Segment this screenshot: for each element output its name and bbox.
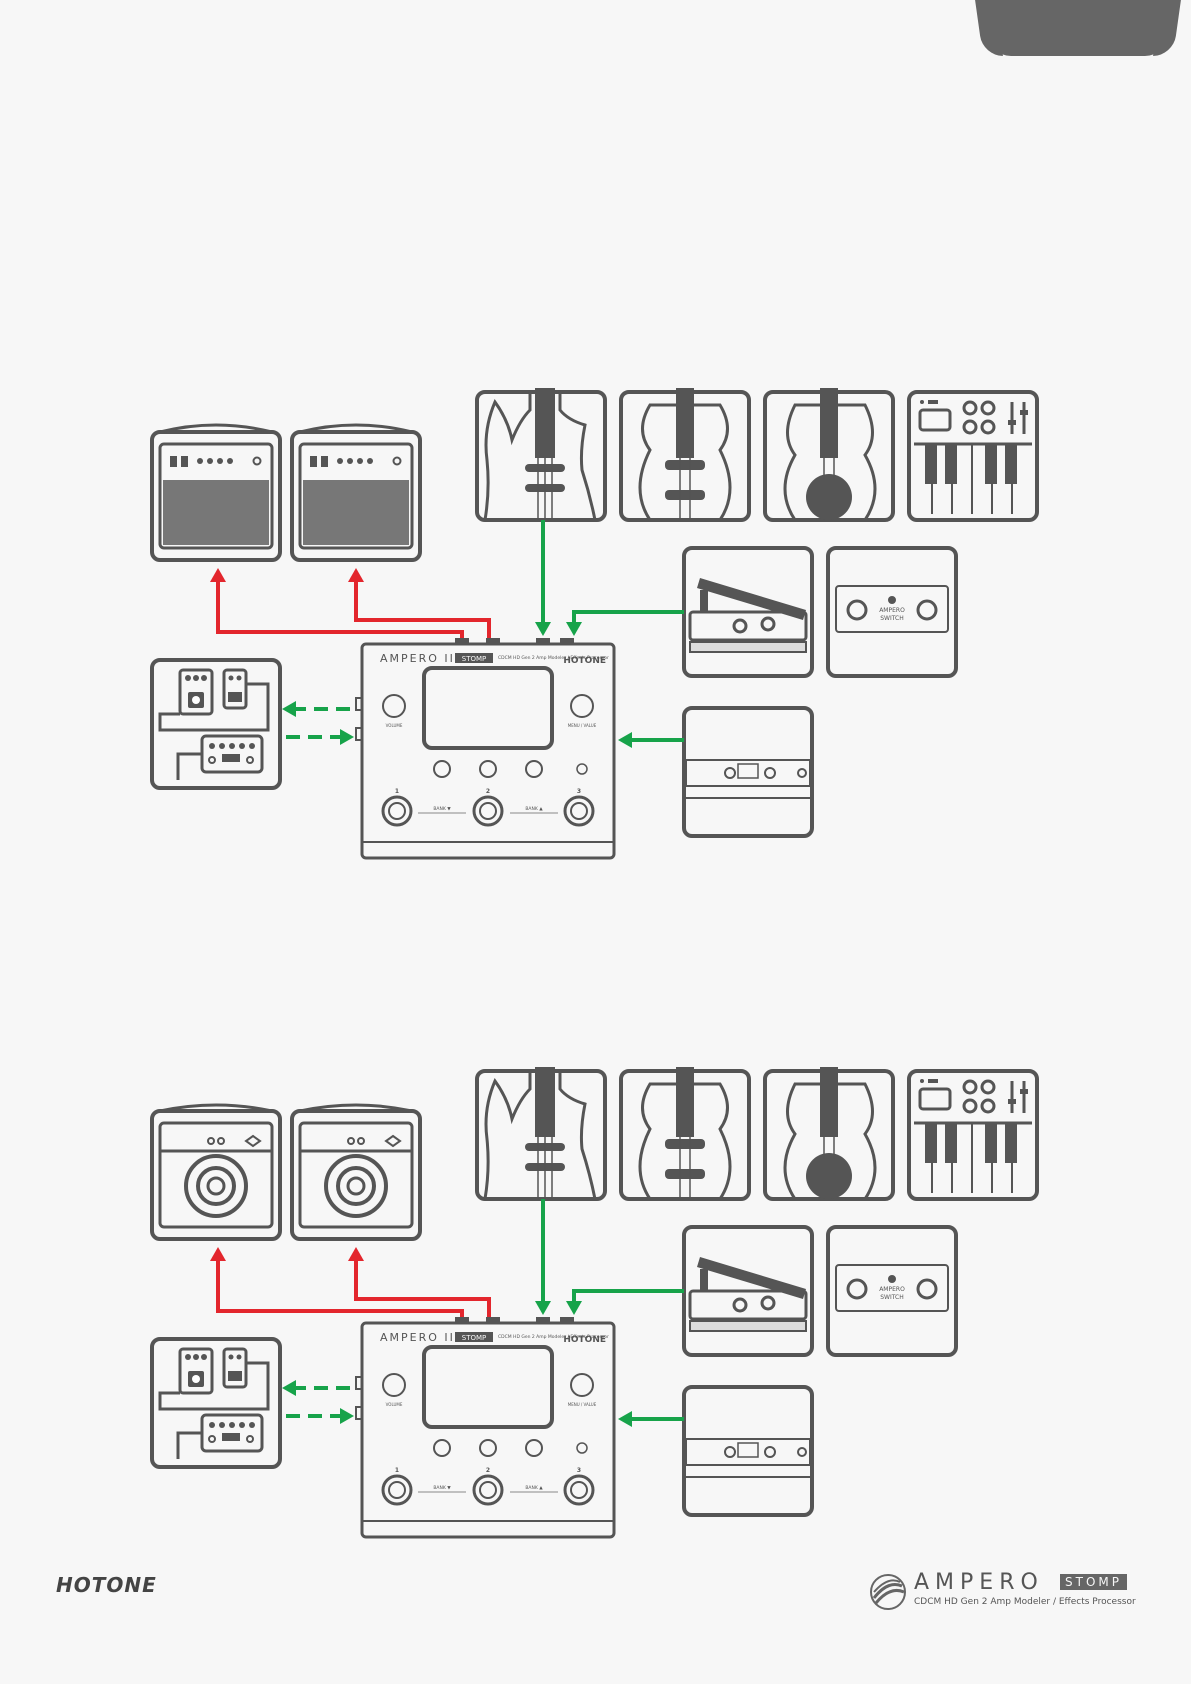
ampero-stomp-unit: AMPERO II STOMP CDCM HD Gen 2 Amp Modele… [355,1317,616,1539]
footer-product-brand: AMPERO STOMP CDCM HD Gen 2 Amp Modeler /… [868,1570,1138,1616]
electric-guitar-icon [475,388,607,522]
input-arrows [282,1199,684,1427]
keyboard-icon [907,390,1039,522]
connection-diagram-frfr-speakers: AMPERO SWITCH AMPERO II STOMP CDCM HD Ge… [150,1067,1039,1539]
svg-text:HOTONE: HOTONE [563,1335,606,1345]
unit-model-label: AMPERO II [380,652,455,665]
svg-text:2: 2 [486,788,490,795]
frfr-speaker-left [150,1103,282,1241]
unit-edition-label: STOMP [462,655,487,663]
amp-right [290,423,422,562]
svg-text:3: 3 [577,1467,581,1474]
output-arrows [210,1247,491,1317]
keyboard-icon [907,1069,1039,1201]
svg-text:2: 2 [486,1467,490,1474]
footer-brand-logo: HOTONE [56,1573,157,1597]
frfr-speaker-right [290,1103,422,1241]
ampero-stomp-unit: AMPERO II STOMP CDCM HD Gen 2 Amp Modele… [355,638,616,860]
unit-tagline: CDCM HD Gen 2 Amp Modeler / Effects Proc… [498,655,609,661]
footer-product-name: AMPERO [914,1570,1044,1595]
svg-text:BANK ▼: BANK ▼ [433,1485,451,1491]
svg-text:AMPERO: AMPERO [879,1286,905,1293]
bass-guitar-icon [619,388,751,522]
footswitch-accessory-icon: AMPERO SWITCH [826,1225,958,1357]
bass-guitar-icon [619,1067,751,1201]
electric-guitar-icon [475,1067,607,1201]
svg-text:VOLUME: VOLUME [386,723,403,728]
footer-tagline: CDCM HD Gen 2 Amp Modeler / Effects Proc… [914,1597,1136,1607]
svg-text:SWITCH: SWITCH [880,615,904,622]
connection-diagram-tube-amps: AMPERO SWITCH AMPERO II STOMP CDCM HD Ge… [150,388,1039,860]
expression-pedal-icon [682,546,814,678]
page-corner-tab [989,0,1167,56]
effects-pedals-icon [150,1337,282,1469]
svg-text:3: 3 [577,788,581,795]
secondary-device-icon [682,706,814,838]
amp-left [150,423,282,562]
svg-text:MENU / VALUE: MENU / VALUE [568,1402,597,1407]
unit-brand: HOTONE [563,656,606,666]
svg-text:CDCM HD Gen 2 Amp Modeler / Ef: CDCM HD Gen 2 Amp Modeler / Effects Proc… [498,1334,609,1340]
input-arrows [282,520,684,748]
accessory-label: AMPERO [879,607,905,614]
acoustic-guitar-icon [763,388,895,522]
effects-pedals-icon [150,658,282,790]
svg-text:STOMP: STOMP [462,1334,487,1342]
footswitch-accessory-icon: AMPERO SWITCH [826,546,958,678]
footer-edition-badge: STOMP [1060,1574,1127,1590]
secondary-device-icon [682,1385,814,1517]
svg-text:BANK ▲: BANK ▲ [525,806,543,812]
svg-text:MENU / VALUE: MENU / VALUE [568,723,597,728]
expression-pedal-icon [682,1225,814,1357]
svg-text:SWITCH: SWITCH [880,1294,904,1301]
svg-text:BANK ▲: BANK ▲ [525,1485,543,1491]
acoustic-guitar-icon [763,1067,895,1201]
product-swirl-icon [870,1574,906,1610]
svg-text:AMPERO II: AMPERO II [380,1331,455,1344]
output-arrows [210,568,491,638]
svg-text:VOLUME: VOLUME [386,1402,403,1407]
svg-text:1: 1 [395,788,399,795]
svg-text:1: 1 [395,1467,399,1474]
svg-text:BANK ▼: BANK ▼ [433,806,451,812]
